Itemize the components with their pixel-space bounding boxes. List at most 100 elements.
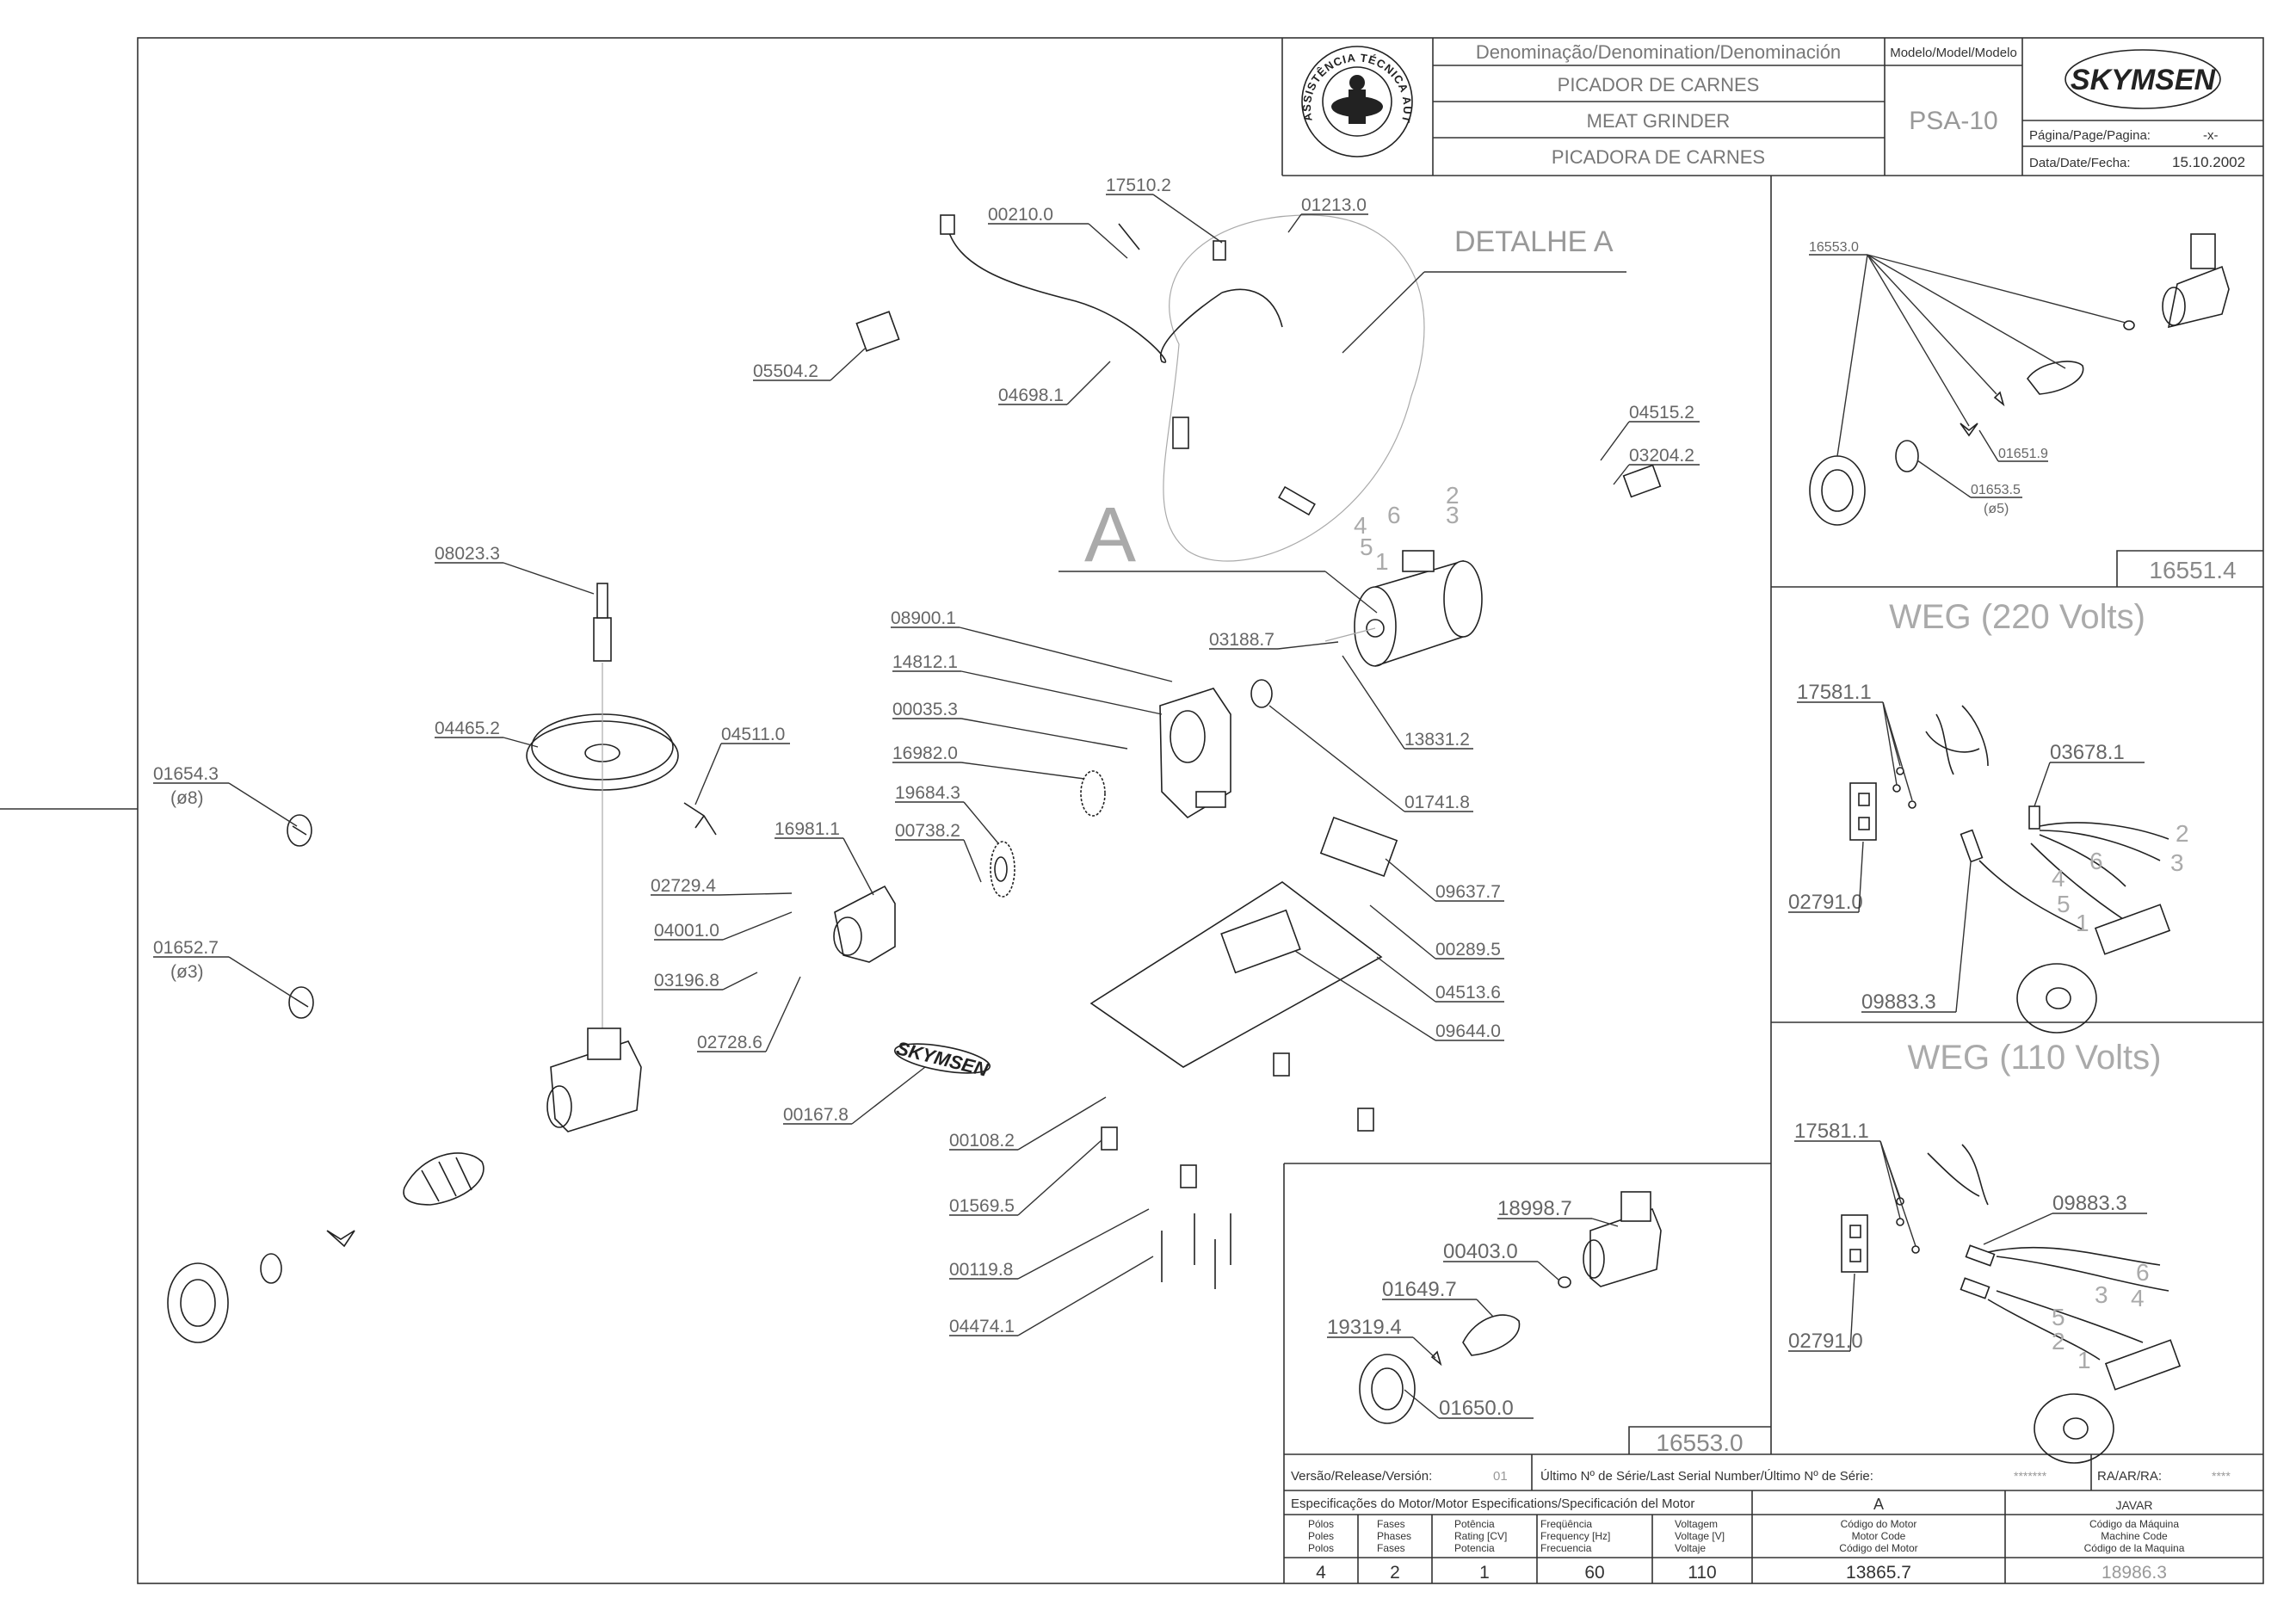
panel-16551: 16553.0 01651.9 01653.5(ø5) (1809, 233, 2230, 526)
svg-text:02728.6: 02728.6 (697, 1033, 762, 1052)
p16553-label-01649-7: 01649.7 (1382, 1278, 1494, 1318)
svg-text:00210.0: 00210.0 (988, 205, 1053, 225)
date-label: Data/Date/Fecha: (2029, 156, 2131, 170)
model-value: PSA-10 (1909, 107, 1997, 135)
label-01652-7: 01652.7(ø3) (153, 938, 295, 999)
svg-text:08023.3: 08023.3 (435, 544, 500, 564)
label-04513-6: 04513.6 (1376, 956, 1504, 1003)
svg-text:01653.5: 01653.5 (1971, 483, 2021, 497)
svg-text:00119.8: 00119.8 (949, 1260, 1013, 1280)
svg-text:00035.3: 00035.3 (892, 700, 958, 719)
svg-text:09644.0: 09644.0 (1435, 1021, 1501, 1041)
label-19684-3: 19684.3 (895, 783, 999, 844)
svg-text:17510.2: 17510.2 (1106, 176, 1171, 195)
label-01741-8: 01741.8 (1268, 705, 1473, 812)
svg-text:(ø8): (ø8) (170, 788, 204, 808)
panel-16553: 18998.7 00403.0 01649.7 19319.4 01650.0 (1327, 1191, 1662, 1424)
svg-text:2: 2 (1446, 482, 1460, 509)
svg-text:01649.7: 01649.7 (1382, 1278, 1457, 1301)
svg-text:08900.1: 08900.1 (891, 608, 956, 628)
label-00738-2: 00738.2 (895, 821, 982, 883)
svg-text:19319.4: 19319.4 (1327, 1316, 1402, 1339)
label-00108-2: 00108.2 (949, 1096, 1107, 1151)
seal-text: ASSISTÊNCIA TÉCNICA AUTORIZADA (0, 0, 1413, 125)
svg-text:09637.7: 09637.7 (1435, 882, 1501, 902)
p16553-label-19319-4: 19319.4 (1327, 1316, 1436, 1359)
svg-text:4: 4 (2052, 865, 2065, 892)
detail-marker: A (1084, 492, 1136, 578)
svg-text:00738.2: 00738.2 (895, 821, 960, 841)
svg-text:Código do Motor: Código do Motor (1841, 1518, 1917, 1530)
svg-text:03196.8: 03196.8 (654, 971, 719, 990)
label-03188-7: 03188.7 (1209, 630, 1339, 650)
page-value: -x- (2203, 128, 2219, 143)
weg-220-label-03678-1: 03678.1 (2034, 741, 2145, 807)
svg-text:18998.7: 18998.7 (1497, 1197, 1572, 1220)
label-02728-6: 02728.6 (697, 976, 801, 1052)
label-04515-2: 04515.2 (1600, 403, 1700, 461)
svg-text:5: 5 (1360, 534, 1373, 560)
svg-text:04515.2: 04515.2 (1629, 403, 1694, 423)
svg-text:04513.6: 04513.6 (1435, 983, 1501, 1003)
svg-text:03204.2: 03204.2 (1629, 446, 1694, 466)
svg-text:Fases: Fases (1377, 1518, 1405, 1530)
svg-text:4: 4 (2131, 1285, 2145, 1311)
val-voltage: 110 (1688, 1563, 1716, 1583)
weg-220-title: WEG (220 Volts) (1889, 598, 2145, 636)
weg-110-label-09883-3: 09883.3 (1983, 1192, 2147, 1245)
release-value: 01 (1493, 1469, 1508, 1484)
svg-text:00167.8: 00167.8 (783, 1105, 849, 1125)
svg-text:Pólos: Pólos (1308, 1518, 1334, 1530)
name-english: MEAT GRINDER (1587, 110, 1731, 132)
svg-text:Código da Máquina: Código da Máquina (2089, 1518, 2179, 1530)
svg-text:16982.0: 16982.0 (892, 744, 958, 763)
serial-label: Último Nº de Série/Last Serial Number/Úl… (1540, 1469, 1873, 1484)
label-08023-3: 08023.3 (435, 544, 595, 595)
denomination-header: Denominação/Denomination/Denominación (1476, 41, 1841, 63)
label-14812-1: 14812.1 (892, 652, 1163, 715)
svg-text:13831.2: 13831.2 (1404, 730, 1470, 750)
svg-text:16553.0: 16553.0 (1809, 240, 1859, 255)
label-09644-0: 09644.0 (1294, 950, 1504, 1041)
main-part-labels: 17510.2 00210.0 01213.0 05504.2 04698.1 … (153, 176, 1700, 1336)
label-16553-0: 16553.0 (1809, 240, 2126, 457)
svg-text:04698.1: 04698.1 (998, 386, 1064, 405)
label-03204-2: 03204.2 (1613, 446, 1700, 485)
date-value: 15.10.2002 (2172, 154, 2245, 170)
motor-spec-header: Especificações do Motor/Motor Especifica… (1291, 1496, 1694, 1511)
label-01654-3: 01654.3(ø8) (153, 764, 298, 827)
panel-weg-220: WEG (220 Volts) 17581.1 03678.1 02791.0 … (1788, 598, 2189, 1034)
authorized-service-seal: ASSISTÊNCIA TÉCNICA AUTORIZADA (0, 0, 1413, 157)
p16553-label-00403-0: 00403.0 (1443, 1240, 1560, 1281)
svg-text:00108.2: 00108.2 (949, 1131, 1015, 1151)
svg-text:Rating [CV]: Rating [CV] (1454, 1530, 1507, 1542)
name-spanish: PICADORA DE CARNES (1552, 146, 1765, 168)
weg-220-label-02791-0: 02791.0 (1788, 841, 1864, 914)
svg-text:1: 1 (1375, 548, 1389, 575)
svg-text:09883.3: 09883.3 (1861, 990, 1936, 1014)
weg-220-label-09883-3: 09883.3 (1861, 861, 1972, 1014)
page-label: Página/Page/Pagina: (2029, 128, 2151, 143)
label-00035-3: 00035.3 (892, 700, 1128, 750)
title-block: ASSISTÊNCIA TÉCNICA AUTORIZADA Denominaç… (0, 0, 2263, 176)
svg-text:19684.3: 19684.3 (895, 783, 960, 803)
label-04511-0: 04511.0 (694, 725, 790, 805)
label-01213-0: 01213.0 (1287, 195, 1368, 233)
svg-text:03678.1: 03678.1 (2050, 741, 2125, 764)
label-04474-1: 04474.1 (949, 1256, 1154, 1336)
svg-text:Frequency [Hz]: Frequency [Hz] (1540, 1530, 1610, 1542)
svg-text:00403.0: 00403.0 (1443, 1240, 1518, 1263)
val-phases: 2 (1390, 1563, 1400, 1583)
svg-text:01741.8: 01741.8 (1404, 793, 1470, 812)
svg-text:Phases: Phases (1377, 1530, 1411, 1542)
weg-220-label-17581-1: 17581.1 (1797, 681, 1913, 801)
name-portuguese: PICADOR DE CARNES (1558, 74, 1760, 96)
svg-text:Código del Motor: Código del Motor (1839, 1542, 1917, 1554)
panel-16553-id: 16553.0 (1656, 1429, 1743, 1456)
label-00167-8: 00167.8 (783, 1066, 926, 1125)
skymsen-logo: SKYMSEN (2065, 49, 2221, 109)
svg-text:04001.0: 04001.0 (654, 921, 719, 941)
svg-text:Potência: Potência (1454, 1518, 1495, 1530)
svg-text:Código de la Maquina: Código de la Maquina (2084, 1542, 2185, 1554)
